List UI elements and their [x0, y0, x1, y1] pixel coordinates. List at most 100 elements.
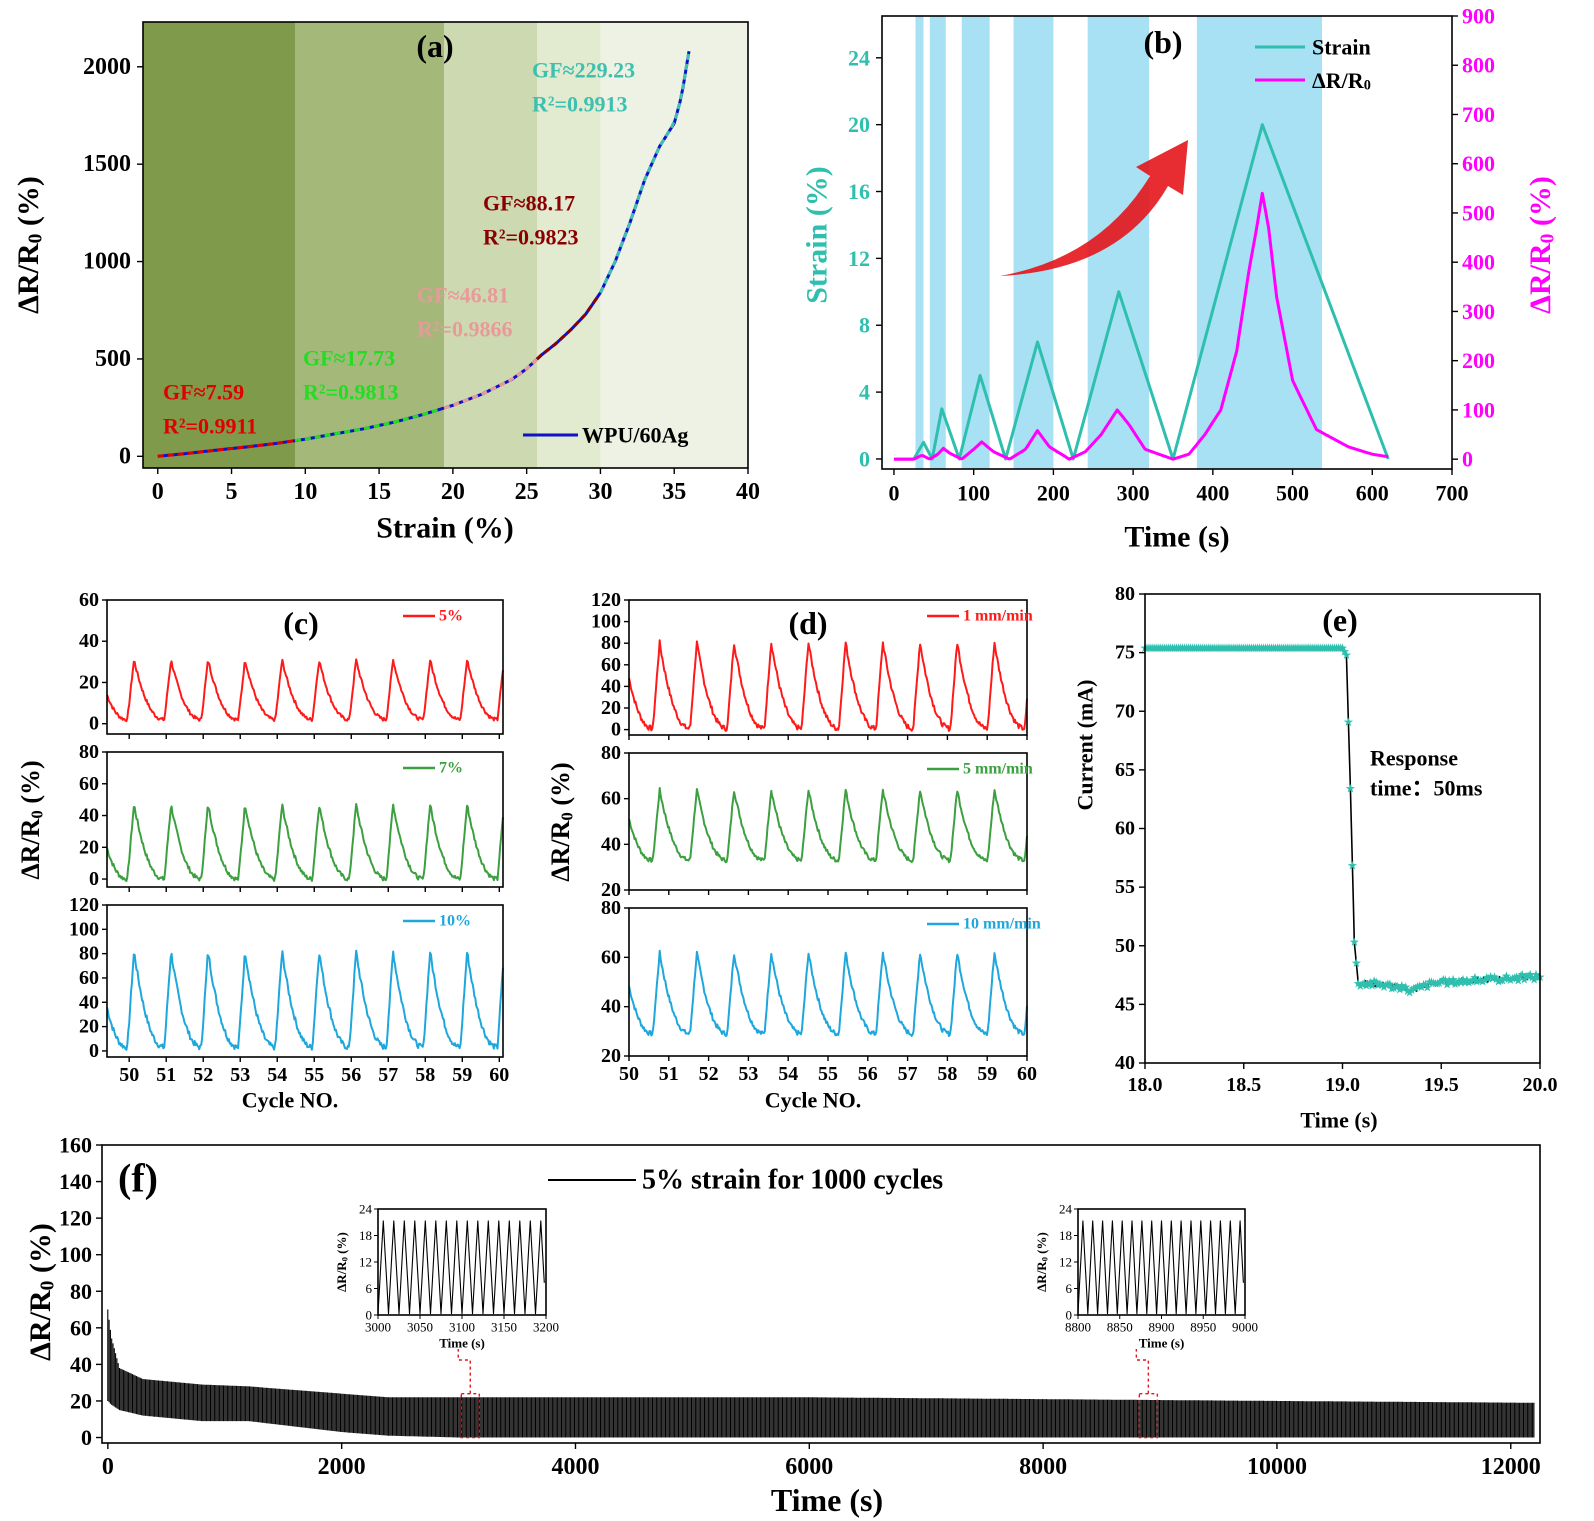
y-tick-label: 2000 — [83, 54, 131, 80]
star-marker: ★ — [1469, 970, 1480, 984]
x-tick-label: 57 — [378, 1064, 398, 1086]
star-marker: ★ — [1454, 974, 1465, 988]
x-tick-label: 5 — [226, 479, 238, 505]
star-marker: ★ — [1323, 641, 1334, 655]
y-tick-right-label: 500 — [1462, 200, 1495, 225]
y-tick-label: 160 — [59, 1133, 92, 1158]
y-axis-label-right: ΔR/R0 (%) — [1524, 176, 1559, 314]
x-tick-label: 6000 — [785, 1454, 833, 1480]
star-marker: ★ — [1278, 641, 1289, 655]
x-tick-label: 10000 — [1247, 1454, 1307, 1480]
inset-y-tick-label: 0 — [366, 1308, 373, 1323]
x-tick-label: 8000 — [1019, 1454, 1067, 1480]
inset-y-tick-label: 24 — [1059, 1202, 1073, 1217]
star-marker: ★ — [1215, 641, 1226, 655]
legend-label: 5% strain for 1000 cycles — [642, 1165, 943, 1196]
x-tick-label: 30 — [588, 479, 612, 505]
x-tick-label: 55 — [818, 1063, 838, 1085]
y-tick-label: 12 — [848, 246, 870, 271]
legend-label-resistance: ΔR/R0 — [1312, 68, 1371, 94]
y-tick-label: 75 — [1115, 642, 1135, 664]
x-axis-label: Strain (%) — [376, 512, 514, 545]
r2-label: R²=0.9813 — [303, 380, 399, 405]
fit-line — [294, 407, 442, 443]
star-marker: ★ — [1252, 641, 1263, 655]
star-marker: ★ — [1165, 641, 1176, 655]
star-marker: ★ — [1519, 973, 1530, 987]
star-marker: ★ — [1436, 975, 1447, 989]
x-tick-label: 50 — [119, 1064, 139, 1086]
star-marker: ★ — [1288, 641, 1299, 655]
star-marker: ★ — [1246, 641, 1257, 655]
star-marker: ★ — [1511, 970, 1522, 984]
star-marker: ★ — [1394, 983, 1405, 997]
fit-line — [599, 50, 691, 294]
star-marker: ★ — [1203, 641, 1214, 655]
inset-signal — [1077, 1220, 1244, 1315]
y-axis-label: ΔR/R0 (%) — [12, 176, 47, 314]
y-tick-label: 20 — [601, 879, 621, 901]
star-marker: ★ — [1179, 641, 1190, 655]
star-marker: ★ — [1509, 971, 1520, 985]
star-marker: ★ — [1159, 641, 1170, 655]
star-marker: ★ — [1420, 978, 1431, 992]
star-marker: ★ — [1465, 974, 1476, 988]
star-marker: ★ — [1363, 978, 1374, 992]
star-marker: ★ — [1290, 641, 1301, 655]
star-marker: ★ — [1343, 715, 1354, 729]
y-tick-label: 0 — [81, 1425, 92, 1450]
x-tick-label: 51 — [156, 1064, 176, 1086]
inset-connector — [1135, 1349, 1150, 1394]
annotation-line-2: time：50ms — [1370, 776, 1483, 801]
x-tick-label: 25 — [515, 479, 539, 505]
star-marker: ★ — [1144, 641, 1155, 655]
x-tick-label: 56 — [858, 1063, 878, 1085]
star-marker: ★ — [1497, 974, 1508, 988]
y-tick-right-label: 800 — [1462, 53, 1495, 78]
inset-y-tick-label: 18 — [1059, 1228, 1072, 1243]
star-marker: ★ — [1197, 641, 1208, 655]
y-tick-label: 20 — [601, 1045, 621, 1067]
x-tick-label: 10 — [293, 479, 317, 505]
x-tick-label: 60 — [1017, 1063, 1037, 1085]
y-tick-label: 0 — [611, 719, 621, 741]
x-tick-label: 100 — [957, 481, 990, 506]
star-marker: ★ — [1234, 641, 1245, 655]
x-tick-label: 57 — [898, 1063, 918, 1085]
panel-label: (d) — [788, 605, 827, 641]
y-tick-label: 24 — [848, 45, 870, 70]
r2-label: R²=0.9866 — [417, 317, 513, 342]
x-tick-label: 18.0 — [1128, 1074, 1163, 1096]
star-marker: ★ — [1412, 979, 1423, 993]
star-marker: ★ — [1404, 985, 1415, 999]
inset-x-tick-label: 8850 — [1107, 1320, 1133, 1335]
panel-label: (c) — [283, 605, 319, 641]
y-tick-label: 0 — [119, 443, 131, 469]
star-marker: ★ — [1529, 972, 1540, 986]
y-tick-label: 100 — [591, 611, 621, 633]
loading-band — [929, 16, 946, 469]
star-marker: ★ — [1525, 968, 1536, 982]
y-tick-label: 1000 — [83, 249, 131, 275]
y-tick-label: 140 — [59, 1169, 92, 1194]
loading-band — [1196, 16, 1323, 469]
y-tick-label: 60 — [601, 788, 621, 810]
y-tick-label: 40 — [70, 1352, 92, 1377]
star-marker: ★ — [1325, 641, 1336, 655]
star-marker: ★ — [1189, 641, 1200, 655]
star-marker: ★ — [1379, 980, 1390, 994]
star-marker: ★ — [1315, 641, 1326, 655]
star-marker: ★ — [1256, 641, 1267, 655]
r2-label: R²=0.9911 — [163, 414, 257, 439]
star-marker: ★ — [1357, 977, 1368, 991]
star-marker: ★ — [1456, 976, 1467, 990]
gf-label: GF≈88.17 — [483, 191, 575, 216]
y-tick-label: 120 — [69, 894, 99, 916]
star-marker: ★ — [1452, 976, 1463, 990]
y-tick-label: 20 — [848, 112, 870, 137]
star-marker: ★ — [1302, 641, 1313, 655]
inset-x-tick-label: 9000 — [1232, 1320, 1258, 1335]
